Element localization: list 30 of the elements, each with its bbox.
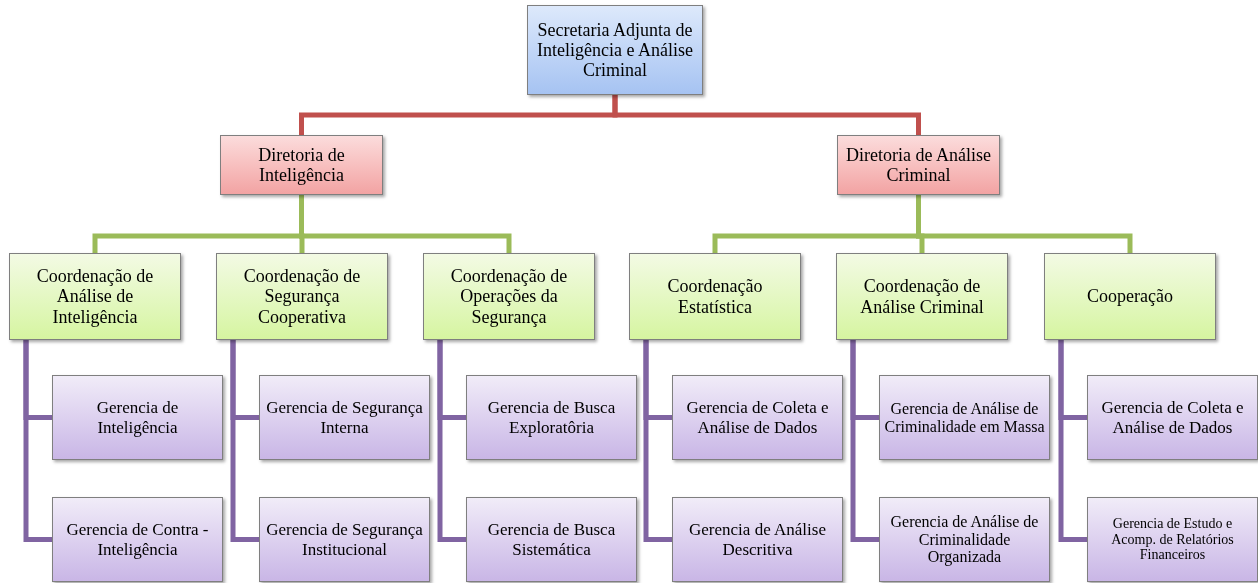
unit-box: Gerencia de Busca Exploratôria: [466, 375, 637, 460]
connector-line: [643, 340, 672, 542]
unit-box: Coordenação Estatística: [629, 253, 801, 340]
unit-box: Gerencia de Contra - Inteligência: [52, 497, 223, 582]
unit-box: Gerencia de Análise de Criminalidade em Massa: [879, 375, 1050, 460]
unit-box: Gerencia de Busca Sistemática: [466, 497, 637, 582]
unit-box: Coordenação de Análise Criminal: [836, 253, 1008, 340]
connector-line: [437, 340, 466, 542]
department-box: Diretoria de Análise Criminal: [837, 135, 1000, 195]
connector-line: [850, 340, 879, 542]
connector-line: [23, 340, 52, 542]
unit-box: Coordenação de Análise de Inteligência: [9, 253, 181, 340]
org-box: Secretaria Adjunta de Inteligência e Análise Criminal: [527, 5, 703, 95]
unit-box: Cooperação: [1044, 253, 1216, 340]
connector-line: [612, 95, 921, 135]
unit-box: Coordenação de Segurança Cooperativa: [216, 253, 388, 340]
unit-box: Gerencia de Inteligência: [52, 375, 223, 460]
connector-line: [1058, 340, 1087, 542]
connector-line: [230, 340, 259, 542]
unit-box: Gerencia de Análise Descritiva: [672, 497, 843, 582]
unit-box: Gerencia de Estudo e Acomp. de Relatórios Financeiros: [1087, 497, 1258, 582]
connector-line: [916, 195, 1133, 253]
unit-box: Coordenação de Operações da Segurança: [423, 253, 595, 340]
connector-line: [299, 195, 512, 253]
unit-box: Gerencia de Coleta e Análise de Dados: [1087, 375, 1258, 460]
unit-box: Gerencia de Segurança Interna: [259, 375, 430, 460]
unit-box: Gerencia de Segurança Institucional: [259, 497, 430, 582]
unit-box: Gerencia de Coleta e Análise de Dados: [672, 375, 843, 460]
department-box: Diretoria de Inteligência: [220, 135, 383, 195]
unit-box: Gerencia de Análise de Criminalidade Organizada: [879, 497, 1050, 582]
